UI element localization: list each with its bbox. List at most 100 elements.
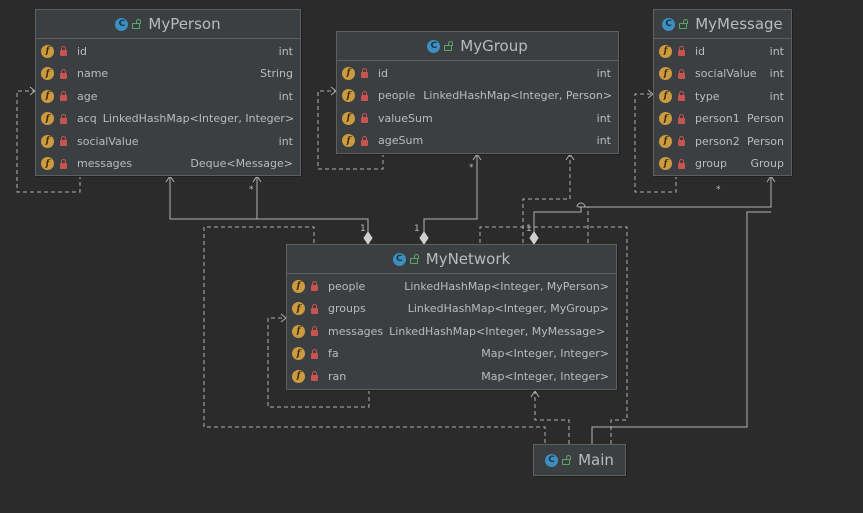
class-header: C MyMessage <box>654 10 791 39</box>
field-icon: f <box>342 111 355 125</box>
arrowhead-network-main <box>530 390 540 398</box>
person-to-network-dependency <box>203 226 546 444</box>
field-type: Map<Integer, Integer> <box>481 347 609 361</box>
public-unlock-icon <box>679 19 689 29</box>
class-main[interactable]: C Main <box>533 444 626 476</box>
field-type: LinkedHashMap<Integer, Integer> <box>102 112 295 126</box>
composition-diamond-groups <box>419 231 429 245</box>
multiplicity-group-network: 1 <box>414 224 420 234</box>
private-lock-icon <box>361 135 368 146</box>
main-to-message-association <box>591 211 771 444</box>
private-lock-icon <box>311 303 318 314</box>
field-type: int <box>769 89 784 103</box>
field-name: person1 <box>695 112 740 126</box>
field-type: LinkedHashMap<Integer, MyGroup> <box>407 302 609 316</box>
field-name: ageSum <box>378 134 424 148</box>
private-lock-icon <box>678 91 685 102</box>
field-name: acq <box>77 112 97 126</box>
field-type: int <box>278 134 293 148</box>
private-lock-icon <box>678 113 685 124</box>
field-type: int <box>769 44 784 58</box>
class-icon: C <box>545 453 559 467</box>
class-header: C Main <box>534 445 625 475</box>
field-type: Map<Integer, Integer> <box>481 369 609 383</box>
field-icon: f <box>659 112 672 126</box>
multiplicity-person-network: 1 <box>360 224 366 234</box>
line-crossing-hop <box>576 202 586 208</box>
network-to-group-dependency <box>522 155 571 243</box>
field-icon: f <box>41 44 54 58</box>
field-name: name <box>77 67 109 81</box>
public-unlock-icon <box>444 41 454 51</box>
field-icon: f <box>659 67 672 81</box>
field-icon: f <box>659 157 672 171</box>
public-unlock-icon <box>409 254 419 264</box>
arrowhead-message-1 <box>766 175 776 183</box>
arrowhead-group-2 <box>565 153 575 161</box>
field-icon: f <box>659 44 672 58</box>
private-lock-icon <box>361 68 368 79</box>
field-row[interactable]: f ran Map<Integer, Integer> <box>287 365 616 388</box>
field-type: LinkedHashMap<Integer, MyMessage> <box>389 324 606 338</box>
field-type: LinkedHashMap<Integer, MyPerson> <box>404 279 609 293</box>
private-lock-icon <box>678 68 685 79</box>
private-lock-icon <box>60 113 67 124</box>
field-type: int <box>278 44 293 58</box>
class-header: C MyNetwork <box>287 245 616 274</box>
class-icon: C <box>115 17 129 31</box>
field-row[interactable]: f groups LinkedHashMap<Integer, MyGroup> <box>287 298 616 321</box>
field-icon: f <box>292 302 305 316</box>
person-self-dependency <box>16 90 81 193</box>
private-lock-icon <box>311 326 318 337</box>
field-icon: f <box>292 369 305 383</box>
field-type: String <box>260 67 293 81</box>
network-top-dependency <box>479 226 628 420</box>
field-type: int <box>278 89 293 103</box>
field-type: Person <box>747 134 784 148</box>
private-lock-icon <box>678 158 685 169</box>
network-to-message-association <box>533 177 772 243</box>
field-icon: f <box>659 134 672 148</box>
class-header: C MyGroup <box>337 32 618 61</box>
private-lock-icon <box>311 281 318 292</box>
field-name: age <box>77 89 98 103</box>
field-icon: f <box>292 347 305 361</box>
class-header: C MyPerson <box>36 10 300 39</box>
private-lock-icon <box>60 68 67 79</box>
field-icon: f <box>342 89 355 103</box>
class-icon: C <box>662 17 676 31</box>
field-name: group <box>695 157 727 171</box>
network-to-message-dependency <box>577 206 589 243</box>
field-name: ran <box>328 369 347 383</box>
field-type: Deque<Message> <box>190 157 293 171</box>
private-lock-icon <box>60 136 67 147</box>
arrowhead-person-2 <box>252 175 262 183</box>
class-name: MyNetwork <box>425 250 511 268</box>
field-name: groups <box>328 302 366 316</box>
